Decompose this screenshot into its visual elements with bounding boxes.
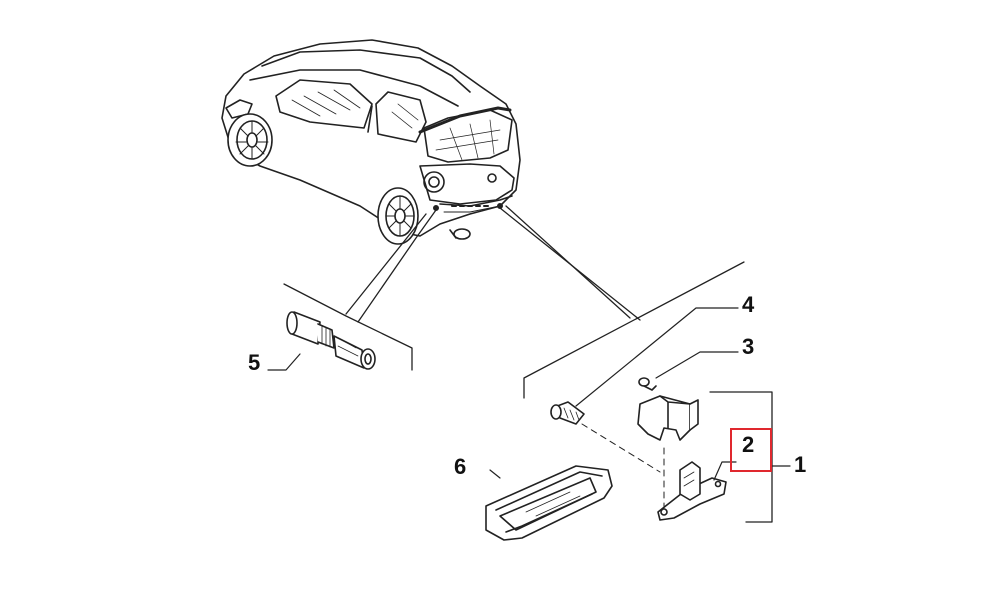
callout-label-2: 2 [742,432,755,457]
callout-label-3: 3 [742,334,755,359]
part-3-drawing [637,377,699,441]
highlight-box-part-2 [730,428,772,472]
front-wheel [227,113,273,167]
part-5-drawing [286,311,376,370]
part-1-drawing [657,447,727,521]
part-5-group [283,283,413,371]
callout-label-4: 4 [742,292,755,317]
car-illustration [221,39,521,245]
leader-lines [345,205,641,323]
callout-label-5: 5 [248,350,261,375]
callout-label-1: 1 [794,452,807,477]
part-6-drawing [485,465,613,541]
right-group [485,261,773,541]
rear-wheel [377,187,419,245]
callout-label-6: 6 [454,454,467,479]
part-4-drawing [550,401,661,473]
callout-leaders [267,307,791,481]
